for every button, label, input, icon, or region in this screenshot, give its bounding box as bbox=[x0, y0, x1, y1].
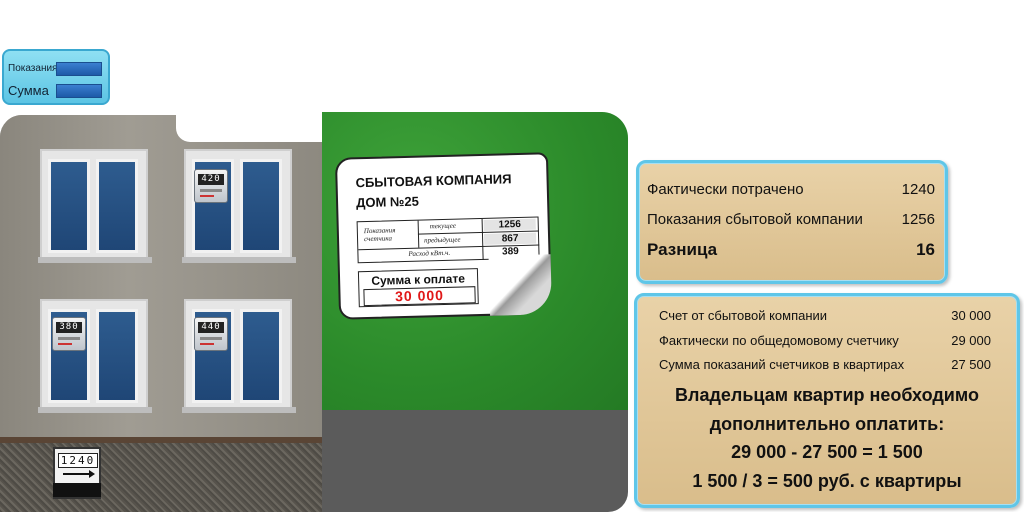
legend-readings-label: Показания bbox=[8, 62, 58, 74]
bill-consumption-label: Расход кВт.ч. bbox=[408, 248, 451, 258]
bill-house: ДОМ №25 bbox=[355, 193, 420, 211]
conclusion-line: дополнительно оплатить: bbox=[709, 414, 945, 434]
apartment-building: 420 380 440 bbox=[0, 115, 322, 512]
calc-row: Фактически по общедомовому счетчику 29 0… bbox=[659, 333, 991, 348]
meter-base bbox=[53, 483, 101, 497]
window-bottom-right: 440 bbox=[182, 299, 296, 413]
window-sill bbox=[38, 407, 152, 413]
calc-row: Сумма показаний счетчиков в квартирах 27… bbox=[659, 357, 991, 372]
bill-current-value: 1256 bbox=[483, 218, 536, 231]
calc-label: Сумма показаний счетчиков в квартирах bbox=[659, 357, 905, 372]
window-sill bbox=[182, 407, 296, 413]
meter-reading: 380 bbox=[56, 322, 82, 333]
meter-reading: 440 bbox=[198, 322, 224, 333]
bill-current-label: текущее bbox=[429, 221, 457, 231]
difference-label: Разница bbox=[647, 240, 718, 259]
meter-dial bbox=[58, 343, 72, 345]
bill-previous-value: 867 bbox=[483, 232, 537, 245]
window-sill bbox=[38, 257, 152, 263]
window-sill bbox=[182, 257, 296, 263]
apartment-meter[interactable]: 440 bbox=[194, 317, 228, 351]
calc-row: Счет от сбытовой компании 30 000 bbox=[659, 308, 991, 323]
building-main-meter[interactable]: 1240 bbox=[53, 447, 101, 499]
window-pane bbox=[240, 309, 282, 403]
comparison-panel: Фактически потрачено 1240 Показания сбыт… bbox=[636, 160, 948, 284]
compare-value: 1256 bbox=[901, 211, 935, 228]
compare-row: Фактически потрачено 1240 bbox=[647, 181, 935, 198]
meter-dial bbox=[58, 337, 80, 340]
window-pane bbox=[96, 159, 138, 253]
meter-dial bbox=[200, 189, 222, 192]
building-foundation bbox=[0, 443, 322, 512]
calc-value: 27 500 bbox=[951, 357, 991, 372]
arrow-right-icon bbox=[63, 470, 95, 478]
window-top-left bbox=[38, 149, 152, 263]
calc-value: 30 000 bbox=[951, 308, 991, 323]
window-bottom-left: 380 bbox=[38, 299, 152, 413]
calc-value: 29 000 bbox=[951, 333, 991, 348]
legend-sum-label: Сумма bbox=[8, 82, 49, 98]
compare-value: 1240 bbox=[901, 181, 935, 198]
conclusion-formula: 29 000 - 27 500 = 1 500 bbox=[731, 442, 923, 462]
apartment-meter[interactable]: 380 bbox=[52, 317, 86, 351]
main-meter-reading: 1240 bbox=[58, 453, 98, 468]
window-pane bbox=[96, 309, 138, 403]
compare-row-difference: Разница 16 bbox=[647, 240, 935, 260]
bill-readings-label: Показания счетчика bbox=[363, 226, 396, 244]
window-pane bbox=[240, 159, 282, 253]
meter-dial bbox=[200, 337, 222, 340]
legend-sum-swatch bbox=[56, 84, 102, 98]
road bbox=[322, 410, 628, 512]
compare-label: Фактически потрачено bbox=[647, 181, 804, 198]
utility-bill[interactable]: СБЫТОВАЯ КОМПАНИЯ ДОМ №25 Показания счет… bbox=[334, 152, 553, 320]
meter-reading: 420 bbox=[198, 174, 224, 185]
bill-previous-label: предыдущее bbox=[424, 235, 461, 245]
compare-row: Показания сбытовой компании 1256 bbox=[647, 211, 935, 228]
calc-label: Счет от сбытовой компании bbox=[659, 308, 828, 323]
legend-readings-swatch bbox=[56, 62, 102, 76]
window-pane bbox=[48, 159, 90, 253]
conclusion-formula: 1 500 / 3 = 500 руб. с квартиры bbox=[692, 471, 962, 491]
meter-dial bbox=[200, 343, 214, 345]
conclusion-line: Владельцам квартир необходимо bbox=[675, 385, 979, 405]
bill-pay-amount: 30 000 bbox=[363, 286, 476, 307]
meter-dial bbox=[200, 195, 214, 197]
compare-label: Показания сбытовой компании bbox=[647, 211, 863, 228]
difference-value: 16 bbox=[916, 240, 935, 259]
window-top-right: 420 bbox=[182, 149, 296, 263]
building-ledge bbox=[0, 437, 322, 443]
apartment-meter[interactable]: 420 bbox=[194, 169, 228, 203]
calc-label: Фактически по общедомовому счетчику bbox=[659, 333, 899, 348]
calculation-panel: Счет от сбытовой компании 30 000 Фактиче… bbox=[634, 293, 1020, 508]
bill-title: СБЫТОВАЯ КОМПАНИЯ bbox=[355, 171, 512, 191]
legend-box: Показания Сумма bbox=[2, 49, 110, 105]
bill-payment-box: Сумма к оплате 30 000 bbox=[357, 268, 479, 308]
